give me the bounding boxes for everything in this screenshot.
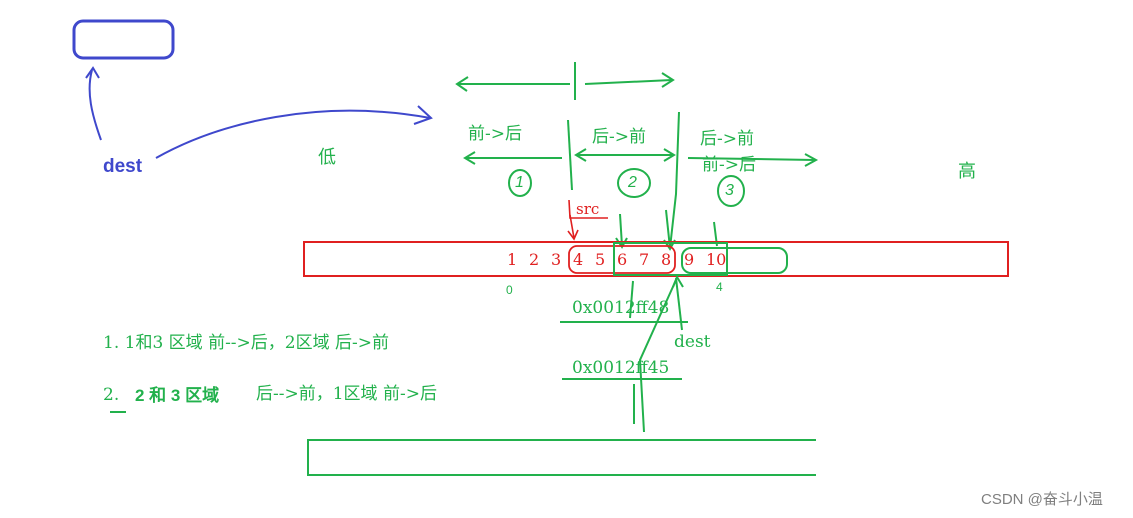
- dest-up-arrowhead: [85, 66, 100, 79]
- dest-up-arrow: [88, 69, 102, 141]
- watermark: CSDN @奋斗小温: [981, 491, 1103, 508]
- dest-range-box-2: [681, 247, 788, 274]
- region1-number: 1: [515, 174, 524, 191]
- dest-box: [72, 19, 175, 60]
- rule-2-bold: 2 和 3 区域: [135, 386, 220, 405]
- array-value: 1: [507, 250, 518, 269]
- rule-2-number: 2.: [103, 385, 120, 405]
- addr1-pointer: [629, 280, 634, 319]
- array-value: 2: [529, 250, 540, 269]
- src-arrowhead: [567, 229, 579, 241]
- region2-arrowhead-right: [663, 148, 676, 162]
- dest-pointer-up: [638, 279, 677, 433]
- region3-number: 3: [725, 182, 734, 199]
- region1-arrowhead: [463, 151, 476, 165]
- rule-2-rest: 后-->前，1区域 前->后: [256, 384, 437, 404]
- dest-pointer-up-head: [672, 274, 684, 288]
- src-range-box: [568, 245, 676, 274]
- dest-right-arrow: [155, 109, 431, 159]
- index-start: 0: [506, 283, 513, 297]
- array-value: 7: [639, 250, 650, 269]
- src-label: src: [576, 200, 600, 218]
- array-value: 4: [573, 250, 584, 269]
- top-left-arrowhead: [455, 76, 469, 92]
- region3-arrowhead: [804, 153, 819, 167]
- array-value: 5: [595, 250, 606, 269]
- region3-direction-a: 后->前: [700, 129, 754, 149]
- region2-circle: [617, 168, 651, 198]
- array-value: 6: [617, 250, 628, 269]
- low-label: 低: [318, 147, 336, 167]
- dest-mid-label: dest: [674, 332, 711, 352]
- array-value: 8: [661, 250, 672, 269]
- array-value: 9: [684, 250, 695, 269]
- dest-right-arrowhead: [413, 105, 433, 125]
- high-label: 高: [958, 161, 976, 181]
- array-value: 10: [706, 250, 727, 269]
- address-1: 0x0012ff48: [572, 298, 670, 318]
- region3-arrow: [687, 157, 816, 161]
- top-right-arrow: [584, 79, 673, 85]
- address-2: 0x0012ff45: [572, 358, 670, 378]
- array-value: 3: [551, 250, 562, 269]
- region1-direction: 前->后: [468, 124, 522, 144]
- region2-number: 2: [628, 174, 637, 191]
- index-end: 4: [716, 280, 723, 294]
- top-right-arrowhead: [661, 72, 675, 88]
- divider-1: [567, 119, 573, 191]
- rule-1: 1. 1和3 区域 前-->后，2区域 后->前: [103, 333, 390, 353]
- divider-2: [669, 111, 680, 249]
- dest-range-box-1: [613, 242, 728, 276]
- pointer-6: [619, 213, 623, 247]
- bottom-bar: [307, 439, 816, 476]
- region2-arrowhead-left: [574, 148, 587, 162]
- dest-top-label: dest: [103, 156, 143, 177]
- src-arrow: [569, 214, 575, 239]
- region2-direction: 后->前: [592, 127, 646, 147]
- array-bar: [303, 241, 1009, 277]
- region3-direction-b: 前->后: [702, 155, 756, 175]
- region3-circle: [717, 175, 745, 207]
- region1-circle: [508, 169, 532, 197]
